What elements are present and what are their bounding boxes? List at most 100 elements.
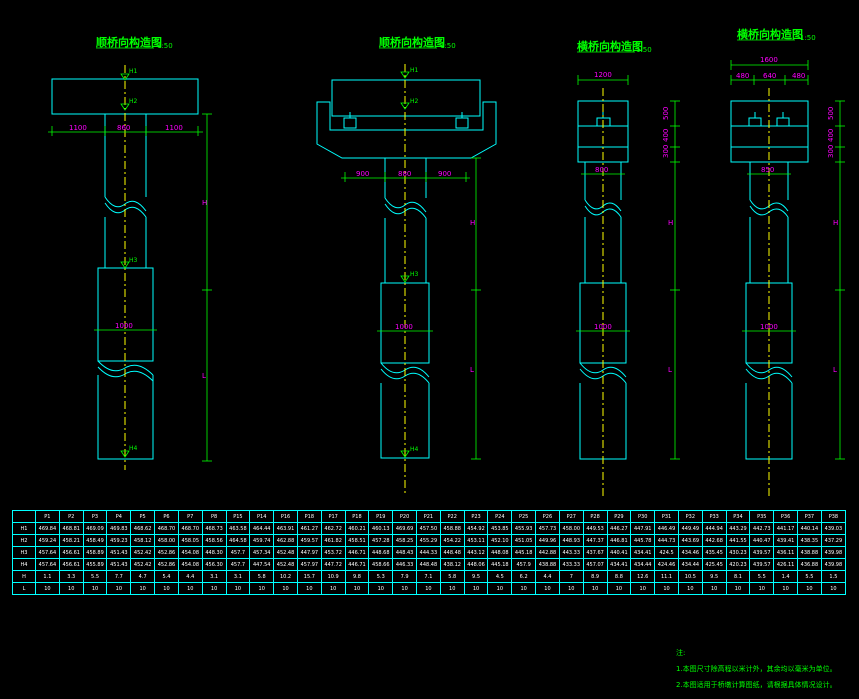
table-cell: 451.43: [106, 558, 132, 571]
table-cell: 448.06: [463, 558, 489, 571]
table-header-cell: P14: [249, 510, 275, 523]
table-cell: 444.73: [654, 534, 679, 547]
table-cell: 446.27: [606, 522, 632, 535]
table-cell: 439.57: [749, 546, 775, 559]
table-row-header: H1: [12, 522, 36, 535]
table-cell: 458.66: [368, 558, 394, 571]
table-row-header: H4: [12, 558, 36, 571]
table-cell: 448.48: [439, 546, 465, 559]
table-cell: 445.18: [511, 546, 537, 559]
view-1-column: [104, 114, 147, 268]
table-header-cell: [12, 510, 36, 523]
table-cell: 15.7: [296, 570, 322, 583]
table-cell: 10: [320, 582, 346, 595]
table-cell: 4.4: [177, 570, 203, 583]
table-cell: 468.62: [130, 522, 156, 535]
table-cell: 3.1: [201, 570, 227, 583]
table-cell: 10: [820, 582, 847, 595]
table-cell: 444.33: [416, 546, 441, 559]
table-cell: 468.81: [58, 522, 84, 535]
view-1-dim-left: 1100: [69, 124, 87, 132]
table-cell: 3.3: [58, 570, 84, 583]
table-cell: 448.08: [487, 546, 513, 559]
table-cell: 439.03: [820, 522, 847, 535]
table-cell: 10: [82, 582, 108, 595]
view-1-dim-L: L: [202, 372, 206, 380]
table-cell: 452.42: [130, 558, 156, 571]
table-cell: 442.88: [535, 546, 560, 559]
table-cell: 9.5: [463, 570, 489, 583]
table-cell: 8.9: [582, 570, 608, 583]
table-row-header: H: [12, 570, 36, 583]
table-cell: 11.1: [654, 570, 679, 583]
table-cell: 10: [511, 582, 537, 595]
table-cell: 457.97: [296, 558, 322, 571]
view-2-dim-L: L: [470, 366, 474, 374]
view-2-title: 顺桥向构造图: [379, 35, 445, 49]
view-3-title: 横桥向构造图: [577, 39, 643, 53]
table-cell: 453.85: [487, 522, 513, 535]
table-cell: 446.71: [344, 546, 370, 559]
table-cell: 458.00: [154, 534, 179, 547]
table-header-cell: P37: [797, 510, 822, 523]
view-4-dim-L: L: [833, 366, 837, 374]
table-cell: 462.72: [320, 522, 346, 535]
table-cell: 441.55: [725, 534, 751, 547]
notes-heading: 注:: [676, 649, 686, 657]
table-cell: 436.88: [797, 558, 822, 571]
table-cell: 455.29: [416, 534, 441, 547]
view-1-pier-lower: [97, 375, 154, 460]
table-header-cell: P7: [177, 510, 203, 523]
table-cell: 439.98: [820, 546, 847, 559]
table-cell: 444.94: [701, 522, 727, 535]
table-cell: 441.17: [773, 522, 798, 535]
table-cell: 4.7: [130, 570, 156, 583]
table-cell: 448.30: [201, 546, 227, 559]
table-cell: 10: [416, 582, 441, 595]
table-row-header: H2: [12, 534, 36, 547]
table-header-cell: P26: [535, 510, 560, 523]
table-cell: 460.21: [344, 522, 370, 535]
view-4-column: [749, 162, 789, 283]
table-cell: 10: [35, 582, 60, 595]
table-header-cell: P33: [701, 510, 727, 523]
table-cell: 457.7: [225, 546, 251, 559]
view-4-title: 横桥向构造图: [737, 27, 803, 41]
table-cell: 446.71: [344, 558, 370, 571]
view-3-dim-top: 1200: [594, 71, 612, 79]
table-header-cell: P18: [344, 510, 370, 523]
table-cell: 457.28: [368, 534, 394, 547]
table-cell: 430.23: [725, 546, 751, 559]
table-cell: 10: [582, 582, 608, 595]
table-cell: 5.8: [439, 570, 465, 583]
table-cell: 458.00: [558, 522, 584, 535]
table-cell: 468.70: [177, 522, 203, 535]
table-cell: 449.96: [535, 534, 560, 547]
table-cell: 434.44: [630, 558, 656, 571]
notes: 注: 1.本图尺寸除高程以米计外，其余均以毫米为单位。 2.本图适用于桥墩计算图…: [676, 645, 837, 693]
table-cell: 10: [130, 582, 156, 595]
table-cell: 10: [725, 582, 751, 595]
table-cell: 10.2: [273, 570, 298, 583]
table-cell: 447.97: [296, 546, 322, 559]
table-header-cell: P4: [106, 510, 132, 523]
table-cell: 447.54: [249, 558, 275, 571]
table-header-cell: P18: [296, 510, 322, 523]
view-2-top-block: [331, 79, 481, 117]
table-cell: 460.13: [368, 522, 394, 535]
view-3-dim-r2: 400: [662, 129, 670, 142]
view-4-dim-r3: 500: [827, 107, 835, 120]
table-cell: 453.72: [320, 546, 346, 559]
table-cell: 454.08: [177, 546, 203, 559]
table-cell: 457.73: [535, 522, 560, 535]
view-1-h1: H1: [129, 68, 138, 75]
table-cell: 457.64: [35, 546, 60, 559]
table-header-cell: P5: [130, 510, 156, 523]
table-cell: 437.29: [820, 534, 847, 547]
table-cell: 10: [296, 582, 322, 595]
table-cell: 448.43: [392, 546, 417, 559]
view-1-dim-H: H: [202, 199, 207, 207]
table-cell: 10: [535, 582, 560, 595]
view-4-dim-pier: 1000: [760, 323, 778, 331]
